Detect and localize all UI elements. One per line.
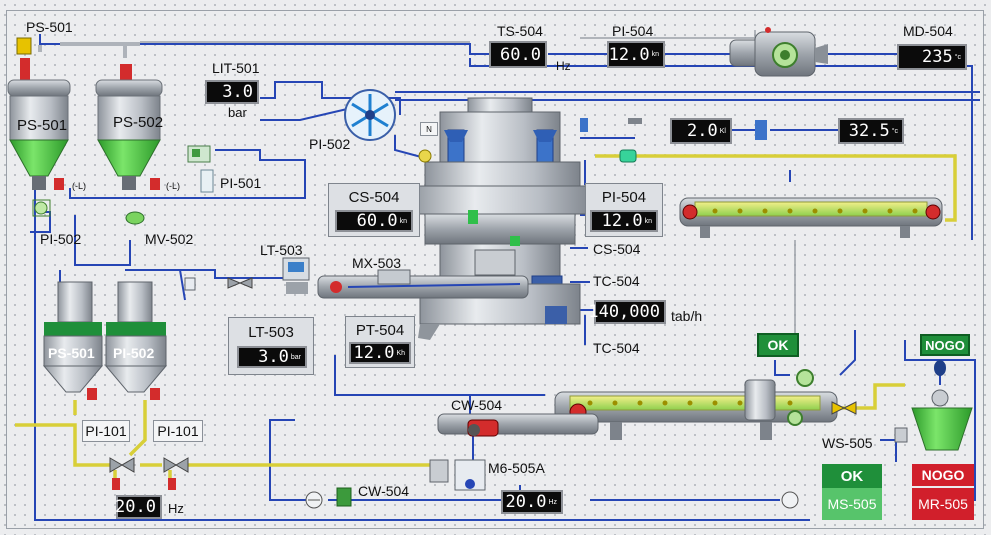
lit501-tag: LIT-501 (212, 61, 259, 75)
force-value: 2.0 (687, 121, 718, 141)
rate-unit: tab/h (671, 309, 702, 323)
freq-bottom-value: 20.0 (115, 497, 156, 517)
pi101-right: PI-101 (153, 420, 203, 442)
cs504-unit: kn (400, 218, 407, 225)
md504-display: 235°c (897, 44, 967, 70)
lit501-unit: bar (228, 106, 247, 119)
ms505-tag[interactable]: MS-505 (822, 488, 882, 520)
ok-button[interactable]: OK (757, 333, 799, 357)
n-indicator: N (420, 122, 438, 136)
tc504-label: TC-504 (593, 274, 640, 288)
ws505-label: WS-505 (822, 436, 873, 450)
ps502-label: PS-502 (113, 115, 163, 130)
pi504-panel-display: 12.0kn (590, 210, 658, 232)
pt504-value: 12.0 (353, 343, 394, 363)
lt503-transmitter (283, 258, 309, 294)
pi501-instrument (188, 146, 213, 192)
conveyor-top (680, 198, 942, 238)
tc504-bottom-label: TC-504 (593, 341, 640, 355)
ps501-tag: PS-501 (26, 20, 73, 34)
hopper-bottom-ps501-label: PS-501 (48, 346, 95, 360)
freq-bottom-display: 20.0 (116, 495, 162, 519)
cs504-label: CS-504 (593, 242, 640, 256)
force-unit: Kl (720, 128, 726, 135)
fan-pi502 (345, 90, 395, 140)
ts504-display: 60.0 (489, 41, 547, 68)
pi502-small-label: PI-502 (40, 232, 81, 246)
m6505a-label: M6-505A (488, 461, 545, 475)
cs504-value: 60.0 (357, 211, 398, 231)
cw504-bottom-label: CW-504 (358, 484, 409, 498)
ts504-unit: Hz (556, 60, 571, 72)
pi504-panel-value: 12.0 (602, 211, 643, 231)
cw504-screw (438, 414, 598, 436)
pi504-top-value: 12.0 (609, 45, 650, 65)
cs504-display: 60.0kn (335, 210, 413, 232)
md504-tag: MD-504 (903, 24, 953, 38)
mx503-tag: MX-503 (352, 256, 401, 270)
freq-bottom2-unit: Hz (548, 499, 557, 506)
reject-funnel (895, 360, 972, 450)
pt504-unit: Kh (396, 350, 405, 357)
motor-m6505a (430, 460, 485, 490)
lit501-value: 3.0 (222, 82, 253, 102)
hopper-bottom-ps501 (44, 282, 102, 400)
freq-bottom-unit: Hz (168, 502, 184, 515)
feed-valves (185, 278, 252, 290)
pt504-panel-tag: PT-504 (346, 322, 414, 339)
lt503-panel-tag: LT-503 (229, 324, 313, 341)
mr505-status: NOGO (912, 464, 974, 486)
lt503-value: 3.0 (258, 347, 289, 367)
bottom-valves (110, 458, 188, 490)
motor-unit (730, 27, 828, 76)
freq-bottom2-value: 20.0 (505, 492, 546, 512)
md504-unit: °c (955, 54, 961, 61)
cs504-panel-tag: CS-504 (329, 189, 419, 206)
lit501-display: 3.0 (205, 80, 259, 104)
rate-value: 140,000 (588, 302, 660, 322)
cw504-top-label: CW-504 (451, 398, 502, 412)
hopper-ps502 (96, 64, 162, 224)
nogo-button[interactable]: NOGO (920, 334, 970, 356)
valve-label-right: (-L) (166, 182, 180, 191)
air-pipes (40, 44, 140, 58)
ts504-tag: TS-504 (497, 24, 543, 38)
temp-value: 32.5 (849, 121, 890, 141)
rate-display: 140,000 (594, 300, 666, 324)
md504-value: 235 (922, 47, 953, 67)
valve-label-left: (-L) (72, 182, 86, 191)
fan-pi502-label: PI-502 (309, 137, 350, 151)
lt503-tag: LT-503 (260, 243, 303, 257)
pi504-top-tag: PI-504 (612, 24, 653, 38)
pi101-left: PI-101 (82, 420, 130, 442)
temp-unit: °c (892, 128, 898, 135)
ts504-value: 60.0 (500, 45, 541, 65)
hopper-bottom-pi502-label: PI-502 (113, 346, 154, 360)
pi501-label: PI-501 (220, 176, 261, 190)
mr505-tag[interactable]: MR-505 (912, 488, 974, 520)
mv502-label: MV-502 (145, 232, 193, 246)
hopper-bottom-pi502 (106, 282, 166, 400)
temp-display: 32.5°c (838, 118, 904, 144)
pi504-panel-tag: PI-504 (586, 189, 662, 206)
pi504-top-unit: kn (652, 51, 659, 58)
lt503-unit: bar (291, 354, 301, 361)
ms505-status: OK (822, 464, 882, 488)
pi504-panel-unit: kn (645, 218, 652, 225)
ws505-valve (832, 402, 856, 414)
ps501-label: PS-501 (17, 118, 67, 133)
